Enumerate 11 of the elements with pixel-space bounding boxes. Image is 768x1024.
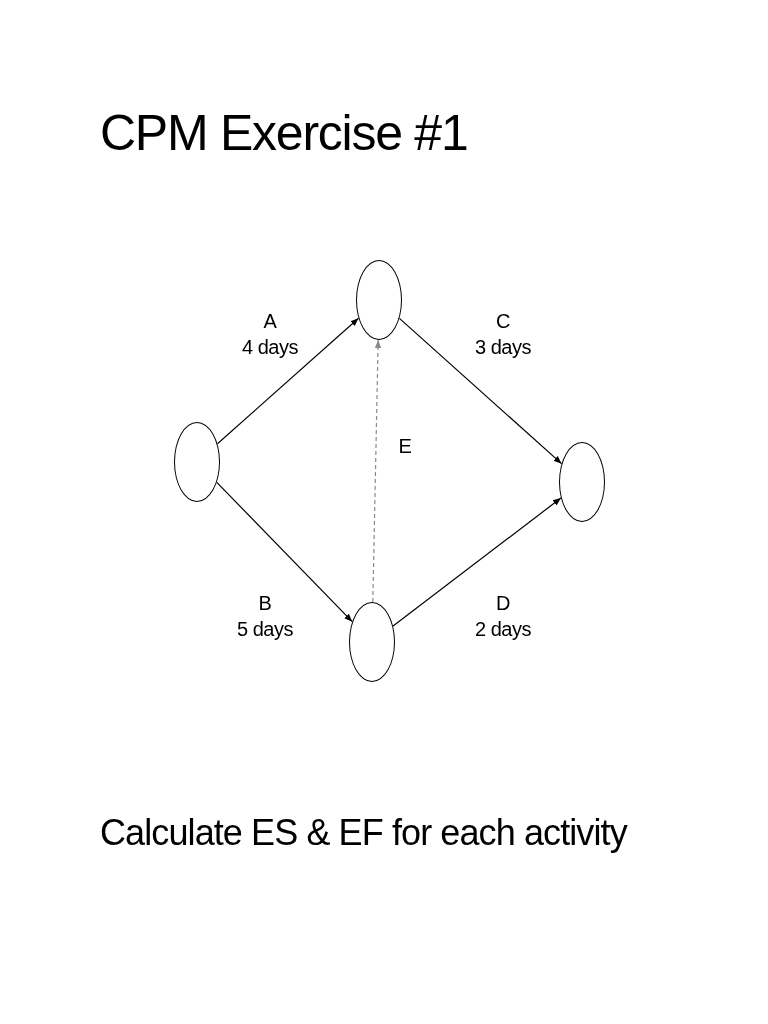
arrow xyxy=(216,481,353,623)
edge-label: D 2 days xyxy=(474,591,532,642)
slide-title: CPM Exercise #1 xyxy=(100,108,468,158)
arrow xyxy=(216,317,360,445)
edge-label: C 3 days xyxy=(474,309,532,360)
edge-label: A 4 days xyxy=(241,309,299,360)
edge-label: E xyxy=(397,434,413,459)
instruction-text: Calculate ES & EF for each activity xyxy=(100,815,627,851)
edge-label: B 5 days xyxy=(236,591,294,642)
dashed-arrow xyxy=(372,339,382,603)
arrow xyxy=(398,317,563,465)
